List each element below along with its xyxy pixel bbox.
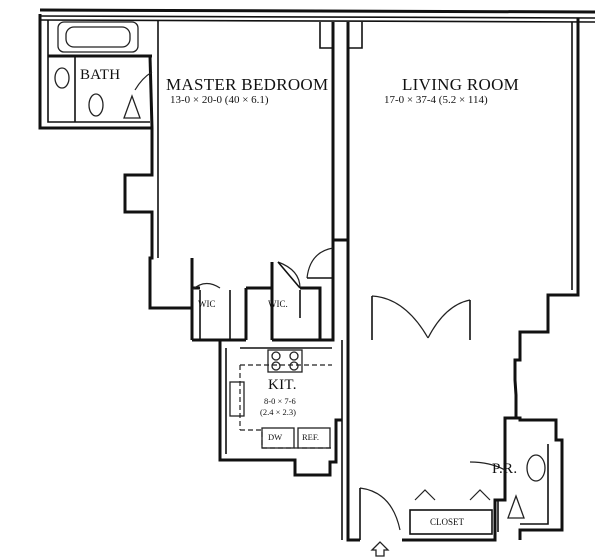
closet-label: CLOSET xyxy=(430,517,465,527)
outer-walls xyxy=(38,14,580,540)
living-room-double-door[interactable] xyxy=(371,295,471,340)
wic-left-door[interactable] xyxy=(191,282,221,291)
kitchen-dims-ft: 8-0 × 7-6 xyxy=(264,396,296,406)
wic-left-label: WIC xyxy=(198,299,216,309)
dw-label: DW xyxy=(268,432,283,442)
entry-arrow-icon xyxy=(370,541,390,557)
wic-right-label: WIC. xyxy=(268,299,288,309)
living-room-dims: 17-0 × 37-4 (5.2 × 114) xyxy=(384,94,488,106)
bath-fixtures xyxy=(48,21,154,129)
master-bedroom-label: MASTER BEDROOM xyxy=(166,75,329,94)
ref-box xyxy=(297,427,331,449)
ref-label: REF. xyxy=(302,432,320,442)
entry-door[interactable] xyxy=(359,487,401,540)
closet-outline xyxy=(409,489,493,535)
foyer-walls xyxy=(341,340,516,542)
bath-door[interactable] xyxy=(134,71,153,91)
bedroom-living-divider xyxy=(319,22,363,242)
living-room-label: LIVING ROOM xyxy=(402,75,520,94)
dw-box xyxy=(261,427,295,449)
kitchen-label: KIT. xyxy=(268,377,297,393)
wic-right-door[interactable] xyxy=(277,261,301,289)
kitchen-dims-m: (2.4 × 2.3) xyxy=(260,407,296,417)
master-bedroom-dims: 13-0 × 20-0 (40 × 6.1) xyxy=(170,94,269,106)
stove-burners xyxy=(267,349,303,373)
kitchen-walls xyxy=(218,340,342,477)
exterior-window-wall xyxy=(39,8,596,23)
powder-room-label: P.R. xyxy=(492,461,518,477)
bedroom-lower-walls xyxy=(190,240,350,342)
bath-label: BATH xyxy=(80,67,121,83)
powder-room-fixtures xyxy=(507,454,546,519)
bedroom-door[interactable] xyxy=(306,247,334,279)
powder-room-door[interactable] xyxy=(469,461,506,471)
